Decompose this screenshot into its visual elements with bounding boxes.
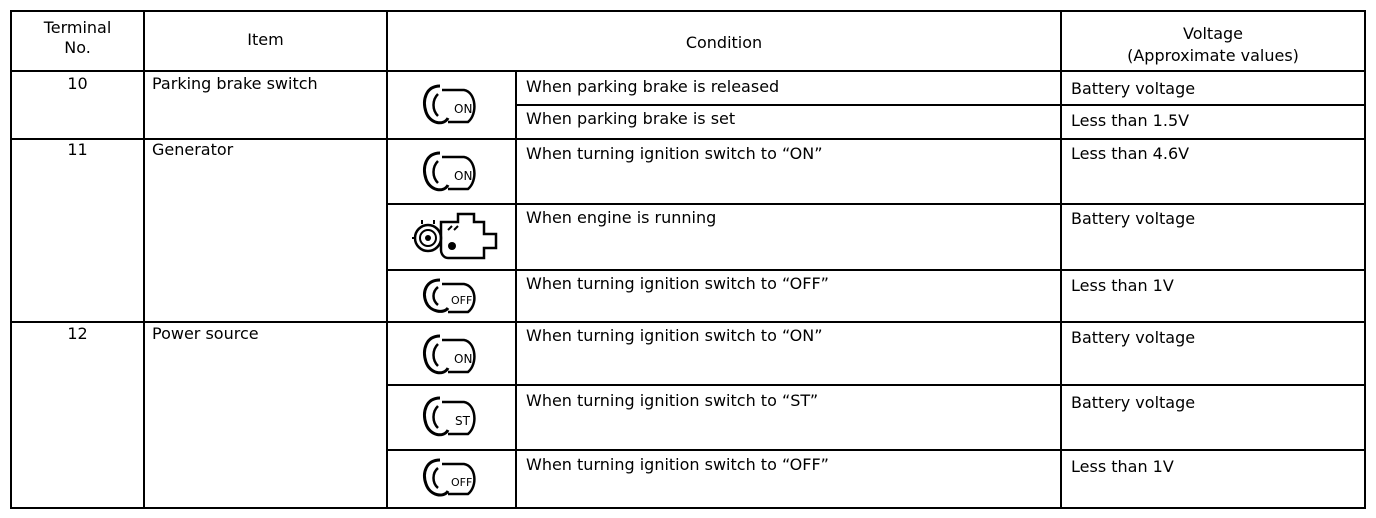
header-voltage-sub: (Approximate values) <box>1127 46 1299 65</box>
condition-text: When engine is running <box>526 208 717 227</box>
voltage-value: Less than 4.6V <box>1071 144 1190 163</box>
header-terminal: Terminal <box>43 18 112 37</box>
item-name: Power source <box>152 324 259 343</box>
condition-text: When turning ignition switch to “ON” <box>526 144 823 163</box>
table-border-bottom <box>10 507 1366 509</box>
icon-label: OFF <box>451 476 472 489</box>
header-voltage: Voltage <box>1182 24 1243 43</box>
condition-text: When turning ignition switch to “ON” <box>526 326 823 345</box>
header-condition: Condition <box>685 33 763 52</box>
header-terminal-no: No. <box>64 38 91 57</box>
row-divider <box>10 321 1366 323</box>
terminal-number: 11 <box>67 140 88 159</box>
condition-text: When turning ignition switch to “OFF” <box>526 274 829 293</box>
condition-text: When parking brake is set <box>526 109 736 128</box>
subrow-divider <box>386 384 1366 386</box>
voltage-value: Battery voltage <box>1071 209 1196 228</box>
item-name: Generator <box>152 140 234 159</box>
icon-label: ON <box>454 352 472 366</box>
ignition-key-on-icon: ON <box>423 334 476 375</box>
ignition-key-off-icon: OFF <box>423 278 476 314</box>
row-divider <box>10 138 1366 140</box>
subrow-divider <box>386 449 1366 451</box>
subrow-divider <box>515 104 1366 106</box>
ignition-key-on-icon: ON <box>423 84 476 125</box>
col-divider <box>515 70 517 509</box>
ignition-key-off-icon: OFF <box>423 458 476 497</box>
header-divider <box>10 70 1366 72</box>
col-divider <box>143 10 145 509</box>
icon-label: ON <box>454 169 472 183</box>
subrow-divider <box>386 269 1366 271</box>
condition-text: When turning ignition switch to “OFF” <box>526 455 829 474</box>
voltage-value: Battery voltage <box>1071 79 1196 98</box>
table-border-left <box>10 10 12 509</box>
voltage-value: Less than 1V <box>1071 457 1174 476</box>
condition-text: When parking brake is released <box>526 77 780 96</box>
icon-label: ON <box>454 102 472 116</box>
condition-text: When turning ignition switch to “ST” <box>526 391 819 410</box>
voltage-value: Battery voltage <box>1071 393 1196 412</box>
voltage-value: Less than 1V <box>1071 276 1174 295</box>
item-name: Parking brake switch <box>152 74 318 93</box>
header-item: Item <box>247 30 284 49</box>
icon-label: ST <box>455 414 471 428</box>
terminal-number: 12 <box>67 324 88 343</box>
terminal-number: 10 <box>67 74 88 93</box>
table-border-right <box>1364 10 1366 509</box>
icon-label: OFF <box>451 294 472 307</box>
ignition-key-st-icon: ST <box>423 396 476 437</box>
engine-running-icon <box>412 212 498 260</box>
terminal-voltage-table: Terminal No. Item Condition Voltage (App… <box>10 10 1366 509</box>
voltage-value: Less than 1.5V <box>1071 111 1190 130</box>
col-divider <box>1060 10 1062 509</box>
subrow-divider <box>386 203 1366 205</box>
ignition-key-on-icon: ON <box>423 151 476 192</box>
table-border-top <box>10 10 1366 12</box>
col-divider <box>386 10 388 509</box>
voltage-value: Battery voltage <box>1071 328 1196 347</box>
